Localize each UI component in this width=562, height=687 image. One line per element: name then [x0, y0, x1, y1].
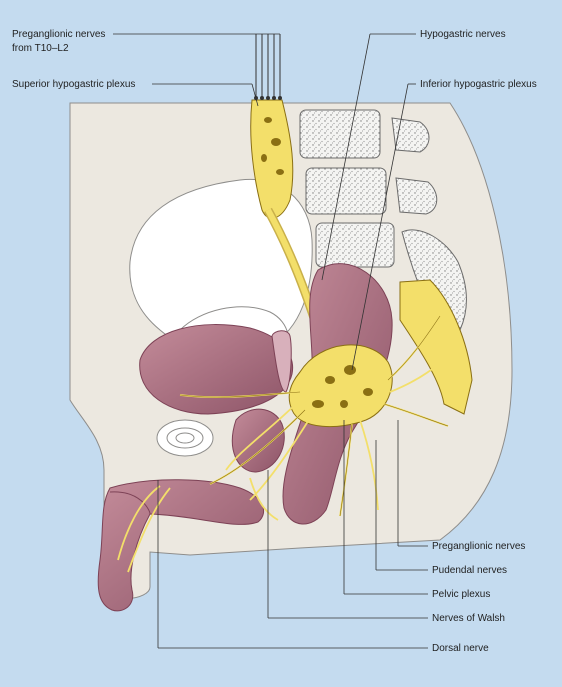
label-dorsal-nerve: Dorsal nerve	[432, 643, 489, 654]
label-nerves-of-walsh: Nerves of Walsh	[432, 613, 505, 624]
label-pudendal-nerves: Pudendal nerves	[432, 565, 507, 576]
superior-hypogastric-plexus	[250, 99, 294, 219]
preganglionic-fibres-top	[254, 34, 282, 100]
penis	[97, 479, 264, 612]
leader-lines	[113, 33, 428, 649]
label-preganglionic-top-1: Preganglionic nerves	[12, 29, 105, 40]
plexus-holes-pelvic	[312, 365, 373, 408]
label-inferior-hypogastric-plexus: Inferior hypogastric plexus	[420, 79, 537, 90]
lumbar-vertebrae	[299, 109, 467, 331]
label-preganglionic-nerves: Preganglionic nerves	[432, 541, 525, 552]
plexus-holes-top	[261, 117, 284, 175]
pubic-symphysis	[156, 419, 214, 457]
bladder-wall	[139, 324, 294, 415]
prostate	[231, 408, 285, 473]
seminal-vesicle	[271, 330, 292, 393]
label-superior-hypogastric-plexus: Superior hypogastric plexus	[12, 79, 135, 90]
sacral-plexus	[399, 279, 473, 415]
label-pelvic-plexus: Pelvic plexus	[432, 589, 490, 600]
label-preganglionic-top-2: from T10–L2	[12, 43, 69, 54]
nerve-fibre-outlines	[179, 315, 449, 517]
label-hypogastric-nerves: Hypogastric nerves	[420, 29, 506, 40]
